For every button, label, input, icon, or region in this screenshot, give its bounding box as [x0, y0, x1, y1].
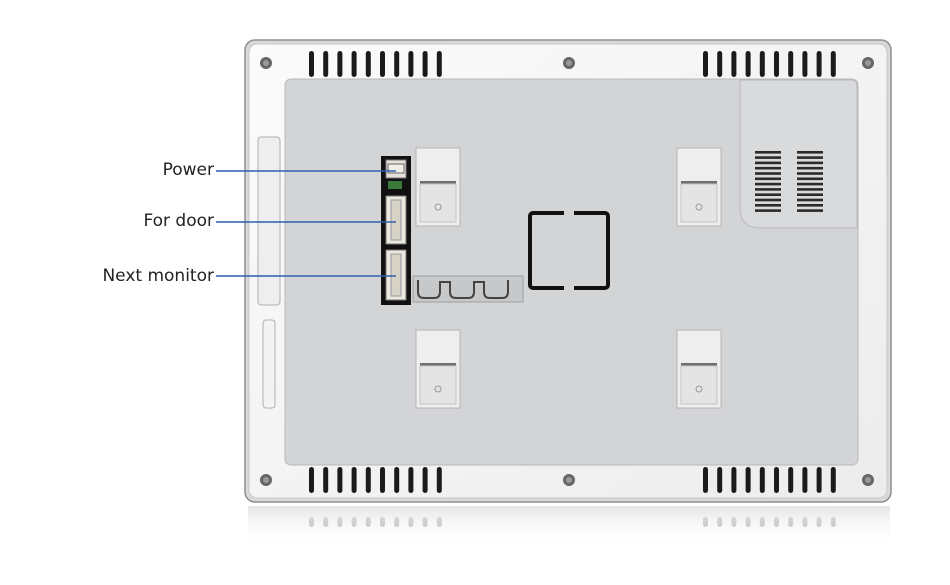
vent-slot [380, 51, 385, 77]
grille-slot [797, 198, 823, 202]
grille-slot [797, 161, 823, 165]
vent-slot [731, 467, 737, 493]
grille-slot [755, 182, 781, 186]
vent-slot [830, 51, 836, 77]
vent-slot [408, 51, 414, 77]
cable-channel [412, 275, 524, 303]
screw-icon [862, 474, 874, 486]
mounting-hook [676, 147, 722, 227]
screw-icon [260, 474, 272, 486]
vent-slot [309, 51, 314, 77]
side-buttons [257, 136, 281, 409]
speaker-area [739, 79, 858, 229]
vent-slot [788, 467, 794, 493]
next-monitor-label: Next monitor [102, 266, 214, 286]
grille-slot [755, 172, 781, 175]
screw-icon [563, 474, 575, 486]
vent-slot [802, 467, 808, 493]
vent-slot [745, 467, 751, 493]
grille-slot [797, 209, 823, 212]
vent-slot [830, 467, 836, 493]
screw-icon [260, 57, 272, 69]
grille-slot [797, 166, 823, 170]
vent-slot [365, 51, 371, 77]
monitor-connector [385, 249, 407, 301]
grille-slot [797, 156, 823, 159]
center-bracket [528, 208, 610, 293]
vent-slot [351, 467, 357, 493]
mounting-hooks [415, 147, 722, 409]
vent-slot [337, 467, 343, 493]
vent-slot [436, 51, 442, 77]
grille-slot [755, 198, 781, 202]
grille-slot [797, 172, 823, 175]
screws [260, 57, 874, 486]
power-connector [387, 163, 405, 174]
leader-lines [216, 170, 396, 277]
vent-slot [380, 467, 385, 493]
vent-slot [394, 51, 400, 77]
vent-slot [774, 467, 779, 493]
grille-slot [797, 193, 823, 196]
vent-slot [703, 467, 708, 493]
vent-slot [323, 51, 329, 77]
vent-slot [422, 51, 428, 77]
grille-slot [797, 188, 823, 191]
vent-slot [745, 51, 751, 77]
grille-slot [797, 182, 823, 186]
grille-slot [797, 151, 823, 154]
vent-slot [436, 467, 442, 493]
vent-slot [731, 51, 737, 77]
grille-slot [755, 209, 781, 212]
vent-slot [816, 51, 822, 77]
screw-icon [862, 57, 874, 69]
vent-slot [323, 467, 329, 493]
grille-slot [755, 156, 781, 159]
screw-icon [563, 57, 575, 69]
mounting-hook [676, 329, 722, 409]
grille-slot [797, 177, 823, 181]
grille-slot [755, 177, 781, 181]
vent-slot [309, 467, 314, 493]
vent-slot [365, 467, 371, 493]
grille-slot [797, 204, 823, 207]
vent-slots [309, 51, 836, 493]
grille-slot [755, 204, 781, 207]
vent-slot [717, 467, 723, 493]
reflection [248, 506, 890, 546]
vent-slot [816, 467, 822, 493]
power-label: Power [162, 160, 214, 180]
vent-slot [394, 467, 400, 493]
vent-slot [788, 51, 794, 77]
for-door-label: For door [143, 211, 214, 231]
connector-block [381, 156, 411, 305]
vent-slot [408, 467, 414, 493]
vent-slot [717, 51, 723, 77]
vent-slot [703, 51, 708, 77]
grille-slot [755, 161, 781, 165]
vent-slot [774, 51, 779, 77]
speaker-grille [755, 151, 823, 212]
vent-slot [759, 51, 765, 77]
door-connector [385, 195, 407, 245]
mounting-hook [415, 147, 461, 227]
vent-slot [802, 51, 808, 77]
vent-slot [337, 51, 343, 77]
grille-slot [755, 193, 781, 196]
mounting-hook [415, 329, 461, 409]
grille-slot [755, 151, 781, 154]
vent-slot [759, 467, 765, 493]
grille-slot [755, 188, 781, 191]
vent-slot [351, 51, 357, 77]
grille-slot [755, 166, 781, 170]
vent-slot [422, 467, 428, 493]
